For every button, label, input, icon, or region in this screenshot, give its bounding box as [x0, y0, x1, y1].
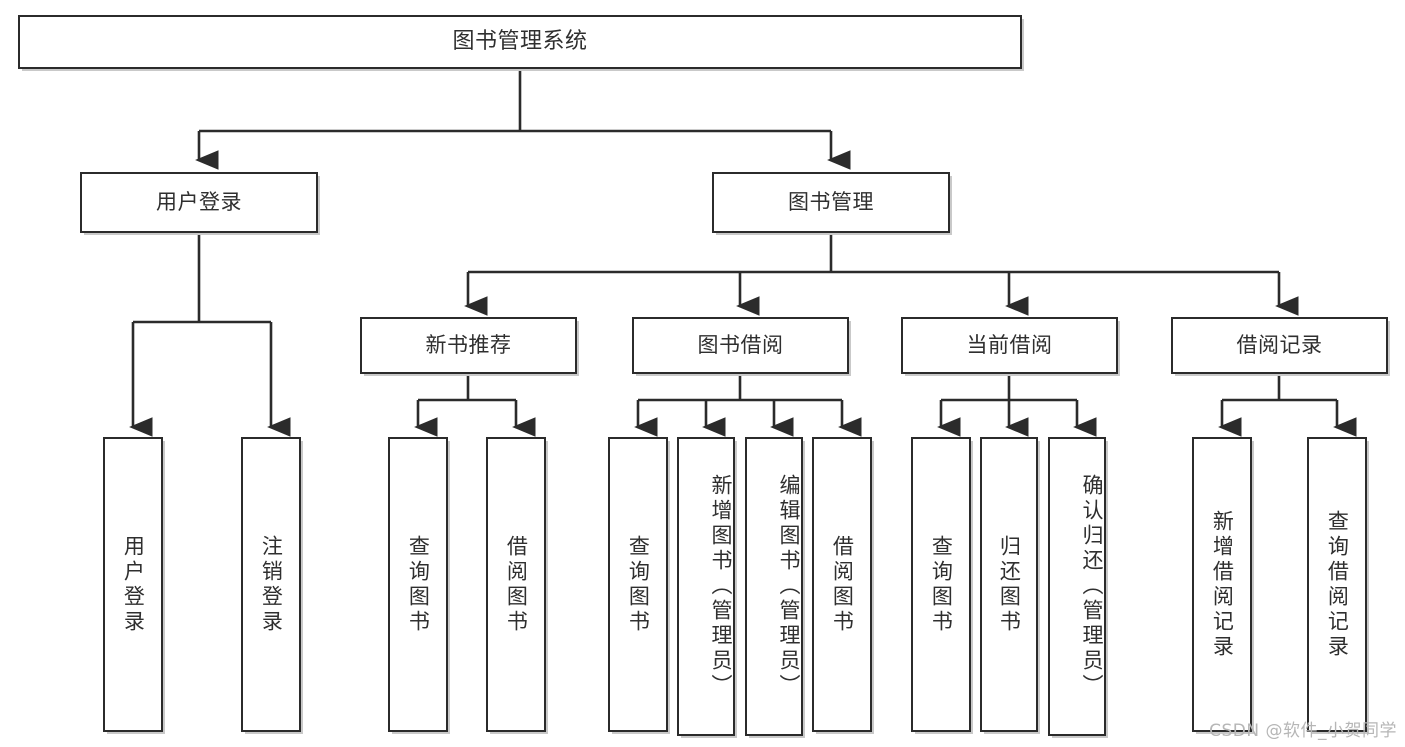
leaf-logout-login[interactable]: 注销登录	[241, 437, 301, 732]
leaf-query-book-borrow[interactable]: 查询图书	[608, 437, 668, 732]
leaf-query-borrow-record[interactable]: 查询借阅记录	[1307, 437, 1367, 732]
leaf-return-book[interactable]: 归还图书	[980, 437, 1038, 732]
node-book-management[interactable]: 图书管理	[712, 172, 950, 233]
leaf-edit-book-admin[interactable]: 编辑图书（管理员）	[745, 437, 803, 736]
leaf-add-borrow-record[interactable]: 新增借阅记录	[1192, 437, 1252, 732]
leaf-borrow-book-new-recommend[interactable]: 借阅图书	[486, 437, 546, 732]
node-new-book-recommend[interactable]: 新书推荐	[360, 317, 577, 374]
leaf-query-book-current[interactable]: 查询图书	[911, 437, 971, 732]
leaf-user-login[interactable]: 用户登录	[103, 437, 163, 732]
node-root-book-management-system[interactable]: 图书管理系统	[18, 15, 1022, 69]
leaf-query-book-new-recommend[interactable]: 查询图书	[388, 437, 448, 732]
node-book-borrow[interactable]: 图书借阅	[632, 317, 849, 374]
node-user-login[interactable]: 用户登录	[80, 172, 318, 233]
node-borrow-record[interactable]: 借阅记录	[1171, 317, 1388, 374]
leaf-borrow-book-borrow[interactable]: 借阅图书	[812, 437, 872, 732]
leaf-confirm-return-admin[interactable]: 确认归还（管理员）	[1048, 437, 1106, 736]
csdn-watermark: CSDN @软件_小贺同学	[1209, 721, 1397, 741]
node-current-borrow[interactable]: 当前借阅	[901, 317, 1118, 374]
leaf-add-book-admin[interactable]: 新增图书（管理员）	[677, 437, 735, 736]
